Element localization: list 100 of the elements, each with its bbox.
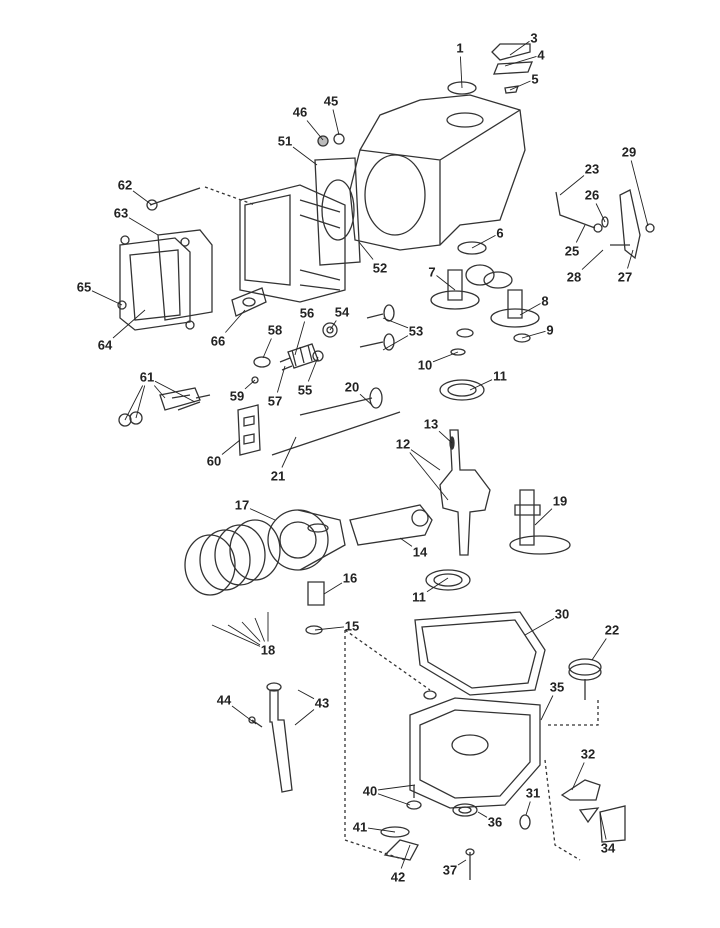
leader-line [222, 440, 240, 455]
callout-number: 10 [418, 358, 432, 372]
callout-number: 58 [268, 322, 282, 338]
callout-number: 46 [292, 104, 308, 120]
leader-line [136, 385, 146, 418]
callout-number: 40 [362, 784, 378, 798]
leader-line [410, 449, 440, 470]
leader-line [460, 56, 462, 88]
leader-line [308, 356, 318, 382]
callout-number: 26 [584, 188, 600, 202]
leader-line [504, 56, 537, 66]
callout-number: 27 [618, 270, 632, 284]
callout-number: 5 [531, 72, 539, 86]
leader-line [306, 120, 324, 140]
leader-line [281, 436, 296, 468]
leader-line [132, 190, 152, 206]
callout-number: 9 [546, 322, 554, 338]
leader-line [592, 638, 607, 660]
callout-number: 64 [98, 338, 112, 352]
callout-number: 52 [372, 260, 388, 276]
callout-number: 30 [554, 606, 570, 622]
leader-line [294, 321, 306, 356]
callout-number: 42 [390, 870, 406, 884]
leader-line [298, 690, 314, 700]
leader-line [510, 80, 531, 90]
callout-number: 34 [600, 840, 616, 856]
leader-line [576, 224, 586, 243]
callout-number: 53 [408, 324, 424, 338]
leader-line [368, 828, 396, 832]
leader-line [426, 578, 448, 592]
leader-line [526, 801, 531, 816]
callout-number: 41 [352, 820, 368, 834]
callout-number: 8 [541, 294, 549, 308]
leader-line [154, 385, 166, 398]
leader-line [124, 385, 144, 420]
leader-line [382, 318, 408, 328]
leader-line [596, 203, 606, 222]
leader-line [540, 695, 554, 720]
leader-line [510, 40, 530, 56]
leader-line [324, 582, 342, 594]
leader-line [254, 618, 265, 642]
callout-number: 65 [76, 280, 92, 294]
callout-number: 62 [118, 178, 132, 192]
leader-line [378, 793, 410, 806]
callout-number: 45 [324, 94, 338, 108]
leader-line [330, 320, 337, 330]
leader-line [400, 538, 412, 547]
callout-number: 54 [334, 304, 350, 320]
leader-line [92, 290, 122, 306]
leader-line [472, 234, 496, 248]
leader-line [627, 250, 634, 269]
callout-number: 57 [268, 394, 282, 408]
leader-line [522, 330, 546, 338]
leader-line [470, 379, 492, 390]
callout-number: 25 [564, 244, 580, 258]
leader-line [232, 706, 256, 724]
leader-line [154, 380, 196, 402]
callout-number: 29 [622, 144, 636, 160]
callout-number: 3 [530, 30, 538, 46]
callout-number: 1 [456, 40, 464, 56]
leader-line [438, 430, 452, 444]
leader-line [250, 508, 276, 520]
callout-number: 56 [300, 306, 314, 320]
callout-number: 32 [580, 746, 596, 762]
callout-number: 63 [114, 206, 128, 220]
leader-line [400, 844, 410, 869]
callout-number: 43 [314, 696, 330, 710]
callout-number: 14 [412, 544, 428, 560]
callout-number: 37 [442, 862, 458, 878]
leader-line [212, 624, 260, 647]
callout-number: 35 [550, 680, 564, 694]
callout-number: 11 [412, 590, 426, 604]
leader-line [262, 338, 272, 358]
leader-line [128, 217, 158, 236]
callout-number: 18 [260, 642, 276, 658]
leader-line [360, 394, 372, 406]
callout-number: 13 [424, 416, 438, 432]
leader-line [382, 335, 408, 350]
callout-number: 15 [344, 618, 360, 634]
leader-line [520, 303, 541, 316]
leader-line [378, 784, 416, 790]
callout-number: 4 [537, 48, 545, 62]
callout-number: 20 [344, 380, 360, 394]
leader-line [458, 860, 466, 866]
callout-number: 66 [210, 334, 226, 348]
callout-number: 16 [342, 570, 358, 586]
callout-number: 59 [230, 388, 244, 404]
leader-line [534, 508, 552, 526]
leader-line [314, 626, 344, 630]
callout-number: 51 [278, 134, 292, 148]
leader-line [630, 160, 648, 226]
leader-line [228, 624, 260, 646]
leader-line [358, 242, 374, 260]
leader-line [112, 310, 146, 338]
leader-line [242, 622, 261, 642]
leader-line [600, 812, 607, 840]
leader-line [524, 618, 554, 636]
callout-number: 31 [526, 786, 540, 800]
callout-number: 23 [584, 162, 600, 176]
leader-line [292, 146, 318, 166]
